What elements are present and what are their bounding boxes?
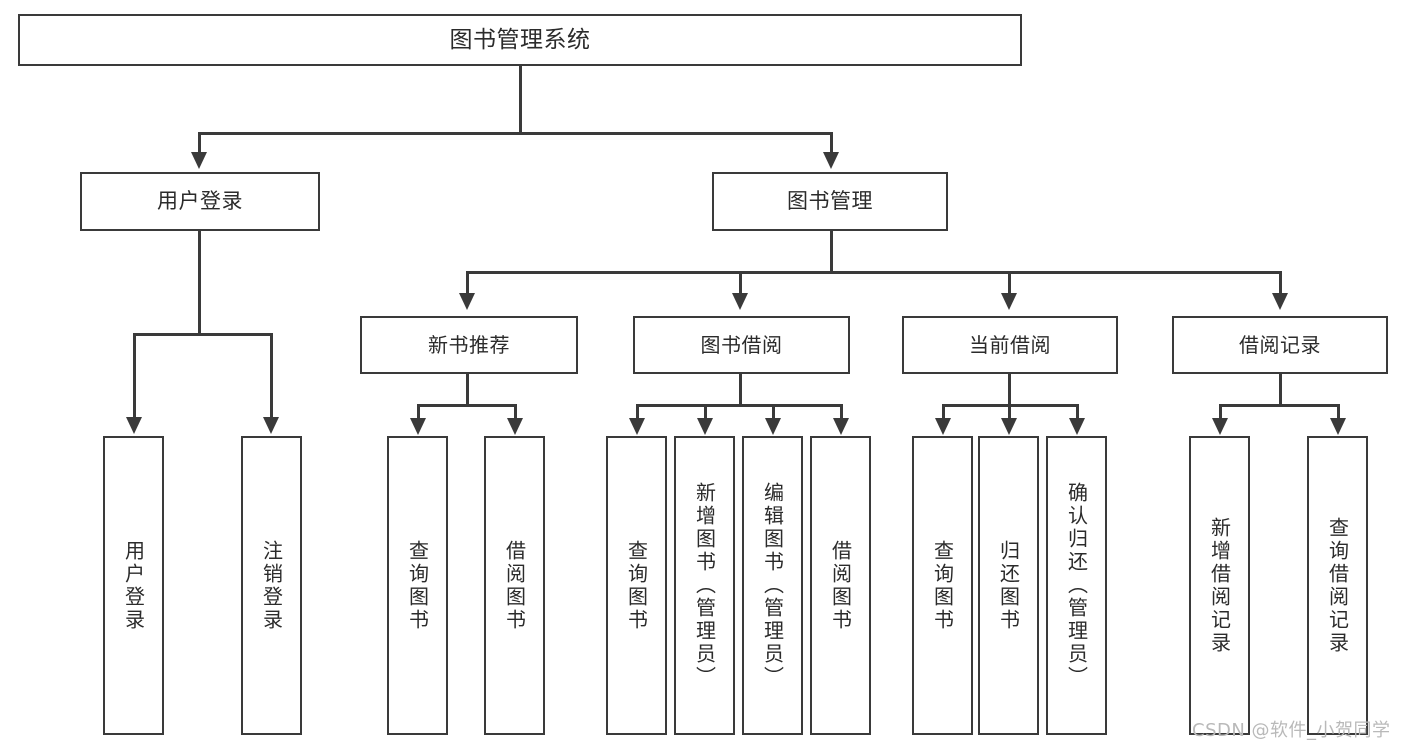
connector-borrow-record-leaf-2 bbox=[1337, 404, 1340, 420]
arrow-book-borrow-leaf-3-icon bbox=[765, 418, 781, 435]
arrow-bm-to-new-book-icon bbox=[459, 293, 475, 310]
node-new-book-recommend[interactable]: 新书推荐 bbox=[360, 316, 578, 374]
connector-bm-to-borrow-record bbox=[1279, 271, 1282, 295]
leaf-book-borrow-query-label: 查询图书 bbox=[624, 539, 649, 632]
connector-borrow-record-bus bbox=[1219, 404, 1339, 407]
leaf-book-borrow-borrow[interactable]: 借阅图书 bbox=[810, 436, 871, 735]
connector-root-bus bbox=[198, 132, 832, 135]
node-user-login[interactable]: 用户登录 bbox=[80, 172, 320, 231]
leaf-current-borrow-confirm-return-label: 确认归还（管理员） bbox=[1064, 482, 1089, 689]
node-root[interactable]: 图书管理系统 bbox=[18, 14, 1022, 66]
connector-book-borrow-bus bbox=[636, 404, 842, 407]
leaf-new-book-query-label: 查询图书 bbox=[405, 539, 430, 632]
connector-user-login-bus bbox=[133, 333, 272, 336]
node-root-label: 图书管理系统 bbox=[449, 26, 591, 53]
connector-book-management-bus bbox=[466, 271, 1282, 274]
leaf-current-borrow-return[interactable]: 归还图书 bbox=[978, 436, 1039, 735]
node-borrow-record[interactable]: 借阅记录 bbox=[1172, 316, 1388, 374]
arrow-user-login-leaf-1-icon bbox=[126, 417, 142, 434]
node-book-borrow[interactable]: 图书借阅 bbox=[633, 316, 850, 374]
connector-book-borrow-stem bbox=[739, 374, 742, 406]
leaf-borrow-record-query[interactable]: 查询借阅记录 bbox=[1307, 436, 1368, 735]
connector-borrow-record-stem bbox=[1279, 374, 1282, 406]
arrow-book-borrow-leaf-2-icon bbox=[697, 418, 713, 435]
leaf-book-borrow-query[interactable]: 查询图书 bbox=[606, 436, 667, 735]
arrow-user-login-leaf-2-icon bbox=[263, 417, 279, 434]
leaf-book-borrow-edit[interactable]: 编辑图书（管理员） bbox=[742, 436, 803, 735]
arrow-root-to-book-manage-icon bbox=[823, 152, 839, 169]
leaf-current-borrow-confirm-return[interactable]: 确认归还（管理员） bbox=[1046, 436, 1107, 735]
connector-new-book-leaf-2 bbox=[514, 404, 517, 420]
leaf-book-borrow-add[interactable]: 新增图书（管理员） bbox=[674, 436, 735, 735]
arrow-new-book-leaf-2-icon bbox=[507, 418, 523, 435]
connector-book-borrow-leaf-1 bbox=[636, 404, 639, 420]
node-current-borrow-label: 当前借阅 bbox=[969, 332, 1051, 357]
connector-book-borrow-leaf-2 bbox=[704, 404, 707, 420]
leaf-current-borrow-query-label: 查询图书 bbox=[930, 539, 955, 632]
connector-book-borrow-leaf-3 bbox=[772, 404, 775, 420]
leaf-borrow-record-add[interactable]: 新增借阅记录 bbox=[1189, 436, 1250, 735]
arrow-bm-to-book-borrow-icon bbox=[732, 293, 748, 310]
leaf-user-login-logout-label: 注销登录 bbox=[259, 539, 284, 632]
leaf-new-book-query[interactable]: 查询图书 bbox=[387, 436, 448, 735]
leaf-user-login-logout[interactable]: 注销登录 bbox=[241, 436, 302, 735]
node-user-login-label: 用户登录 bbox=[157, 189, 243, 214]
node-borrow-record-label: 借阅记录 bbox=[1239, 332, 1321, 357]
connector-user-login-leaf-1 bbox=[133, 333, 136, 419]
leaf-borrow-record-add-label: 新增借阅记录 bbox=[1207, 516, 1232, 655]
connector-current-borrow-leaf-1 bbox=[942, 404, 945, 420]
arrow-bm-to-current-borrow-icon bbox=[1001, 293, 1017, 310]
leaf-book-borrow-add-label: 新增图书（管理员） bbox=[692, 482, 717, 689]
connector-current-borrow-leaf-2 bbox=[1008, 404, 1011, 420]
connector-bm-to-book-borrow bbox=[739, 271, 742, 295]
leaf-book-borrow-edit-label: 编辑图书（管理员） bbox=[760, 482, 785, 689]
node-book-management[interactable]: 图书管理 bbox=[712, 172, 948, 231]
connector-user-login-leaf-2 bbox=[270, 333, 273, 419]
connector-bm-to-new-book bbox=[466, 271, 469, 295]
connector-root-to-user-login bbox=[198, 132, 201, 154]
connector-bm-to-current-borrow bbox=[1008, 271, 1011, 295]
connector-book-borrow-leaf-4 bbox=[840, 404, 843, 420]
leaf-borrow-record-query-label: 查询借阅记录 bbox=[1325, 516, 1350, 655]
arrow-current-borrow-leaf-1-icon bbox=[935, 418, 951, 435]
connector-current-borrow-stem bbox=[1008, 374, 1011, 406]
leaf-user-login-login-label: 用户登录 bbox=[121, 539, 146, 632]
connector-new-book-stem bbox=[466, 374, 469, 406]
arrow-new-book-leaf-1-icon bbox=[410, 418, 426, 435]
connector-root-stem bbox=[519, 66, 522, 134]
connector-root-to-book-manage bbox=[830, 132, 833, 154]
leaf-current-borrow-query[interactable]: 查询图书 bbox=[912, 436, 973, 735]
arrow-current-borrow-leaf-2-icon bbox=[1001, 418, 1017, 435]
connector-borrow-record-leaf-1 bbox=[1219, 404, 1222, 420]
node-current-borrow[interactable]: 当前借阅 bbox=[902, 316, 1118, 374]
node-book-borrow-label: 图书借阅 bbox=[700, 332, 783, 357]
arrow-borrow-record-leaf-1-icon bbox=[1212, 418, 1228, 435]
arrow-book-borrow-leaf-1-icon bbox=[629, 418, 645, 435]
node-book-management-label: 图书管理 bbox=[787, 189, 873, 214]
arrow-current-borrow-leaf-3-icon bbox=[1069, 418, 1085, 435]
arrow-borrow-record-leaf-2-icon bbox=[1330, 418, 1346, 435]
arrow-root-to-user-login-icon bbox=[191, 152, 207, 169]
leaf-new-book-borrow[interactable]: 借阅图书 bbox=[484, 436, 545, 735]
connector-new-book-bus bbox=[417, 404, 516, 407]
connector-user-login-stem bbox=[198, 231, 201, 335]
connector-new-book-leaf-1 bbox=[417, 404, 420, 420]
connector-current-borrow-leaf-3 bbox=[1076, 404, 1079, 420]
leaf-current-borrow-return-label: 归还图书 bbox=[996, 539, 1021, 632]
connector-book-management-stem bbox=[830, 231, 833, 273]
leaf-user-login-login[interactable]: 用户登录 bbox=[103, 436, 164, 735]
node-new-book-recommend-label: 新书推荐 bbox=[428, 332, 510, 357]
arrow-bm-to-borrow-record-icon bbox=[1272, 293, 1288, 310]
watermark-text: CSDN @软件_小贺同学 bbox=[1192, 720, 1391, 741]
arrow-book-borrow-leaf-4-icon bbox=[833, 418, 849, 435]
leaf-book-borrow-borrow-label: 借阅图书 bbox=[828, 539, 853, 632]
leaf-new-book-borrow-label: 借阅图书 bbox=[502, 539, 527, 632]
